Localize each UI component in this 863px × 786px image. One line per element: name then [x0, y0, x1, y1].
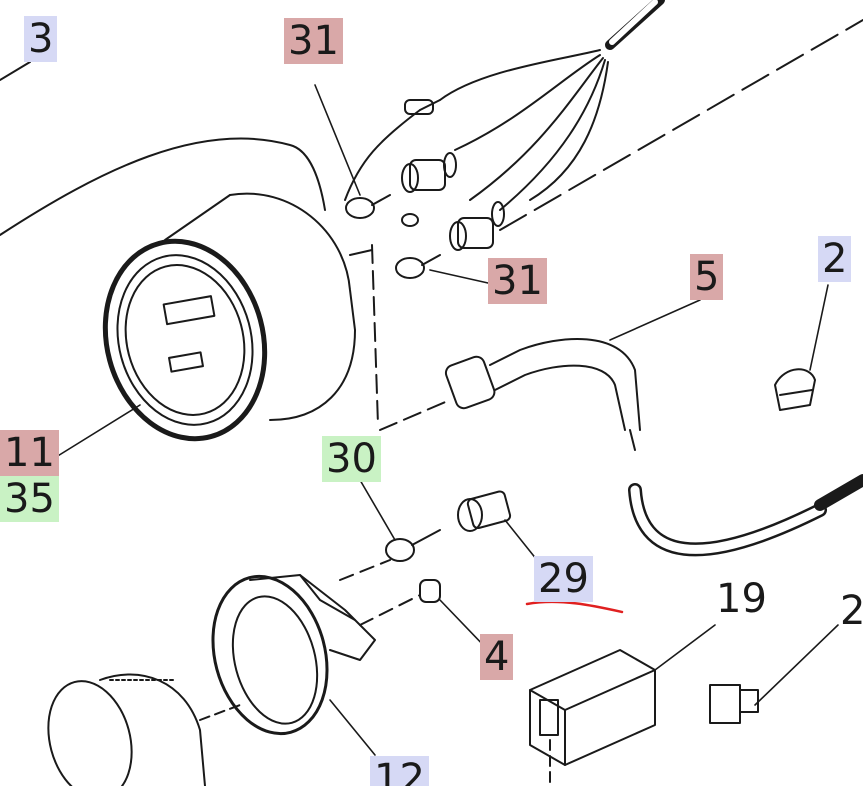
callout-31-middle: 31 — [488, 258, 547, 304]
callout-5: 5 — [690, 254, 724, 300]
connector-2 — [709, 684, 759, 724]
callout-29: 29 — [534, 556, 593, 602]
red-underline — [525, 600, 624, 614]
callout-4: 4 — [480, 634, 514, 680]
diagonal-guide-lines — [0, 19, 863, 236]
clip-2 — [774, 368, 816, 411]
gauge-lower — [47, 673, 241, 786]
callout-31-top: 31 — [284, 18, 343, 64]
module-19 — [529, 649, 656, 786]
leader-lines — [47, 84, 839, 756]
callout-19: 19 — [716, 576, 767, 622]
gauge-housing — [102, 192, 379, 442]
callout-11: 11 — [0, 430, 59, 476]
callout-3: 3 — [24, 16, 58, 62]
speedometer-cable — [379, 338, 863, 557]
bulb-30 — [385, 529, 441, 562]
cap-4 — [419, 579, 441, 603]
socket-29 — [457, 490, 512, 532]
bulb-31-lower — [395, 254, 441, 279]
mounting-bracket — [211, 574, 376, 736]
callout-35: 35 — [0, 476, 59, 522]
socket-lower — [449, 201, 505, 251]
callout-2-lower: 2 — [840, 588, 863, 634]
callout-30: 30 — [322, 436, 381, 482]
wire-harness — [344, 0, 665, 211]
bulb-31-upper — [345, 194, 391, 219]
callout-2-right: 2 — [818, 236, 852, 282]
socket-upper — [401, 152, 457, 193]
callout-12: 12 — [370, 756, 429, 786]
